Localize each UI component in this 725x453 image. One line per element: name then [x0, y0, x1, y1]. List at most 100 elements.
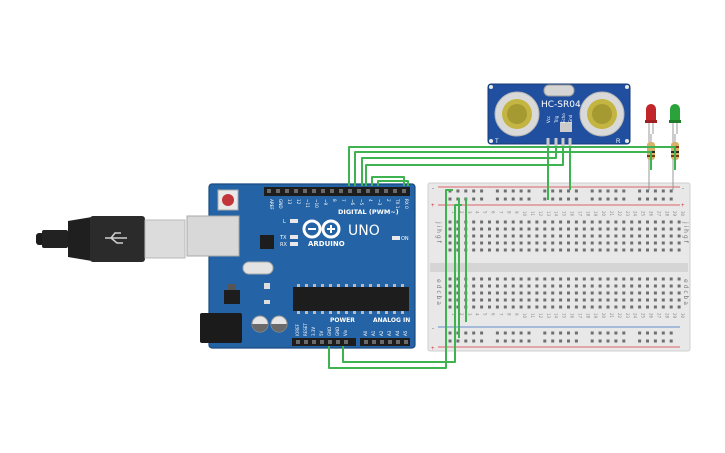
breadboard-hole [503, 248, 507, 252]
breadboard-hole [535, 305, 539, 309]
rail-hole [464, 339, 468, 343]
rail-hole [590, 189, 594, 193]
breadboard-hole [582, 298, 586, 302]
breadboard-hole [559, 248, 563, 252]
breadboard-hole [519, 284, 523, 288]
rail-hole [480, 339, 484, 343]
chip-pin [345, 311, 348, 314]
breadboard-hole [582, 234, 586, 238]
breadboard-hole [488, 220, 491, 224]
breadboard-hole [535, 291, 539, 295]
sensor-pins [546, 138, 572, 147]
column-number-top: 17 [577, 211, 582, 217]
breadboard-hole [677, 220, 681, 224]
digital-pin-socket [375, 189, 379, 193]
breadboard-hole [567, 248, 570, 252]
breadboard-hole [614, 277, 618, 281]
column-number-top: 1 [451, 211, 456, 214]
breadboard-hole [661, 234, 665, 238]
rail-hole [472, 189, 476, 193]
wire-red-led[interactable] [354, 151, 652, 186]
analog-pin-label: A2 [379, 330, 384, 336]
breadboard-hole [669, 227, 673, 231]
breadboard-hole [448, 241, 452, 245]
led-on [392, 236, 400, 240]
rail-hole [472, 339, 476, 343]
chip-pin [361, 284, 364, 287]
breadboard-hole [543, 241, 547, 245]
wire-5v[interactable] [328, 189, 453, 369]
breadboard-hole [472, 277, 476, 281]
chip-pin [393, 284, 396, 287]
digital-pin-socket [267, 189, 271, 193]
breadboard-hole [574, 241, 578, 245]
rail-hole [456, 339, 460, 343]
wire-d-pin-b[interactable] [377, 180, 409, 186]
breadboard-hole [448, 248, 452, 252]
breadboard-hole [582, 277, 586, 281]
breadboard-hole [574, 248, 578, 252]
column-number-bottom: 12 [538, 313, 543, 319]
column-number-top: 23 [625, 211, 630, 217]
breadboard-hole [535, 227, 539, 231]
analog-pin-label: A0 [363, 330, 368, 336]
transmitter-icon [494, 91, 540, 137]
breadboard-hole [598, 305, 602, 309]
breadboard-hole [638, 305, 642, 309]
chip-pin [305, 284, 308, 287]
breadboard-hole [590, 241, 594, 245]
breadboard-hole [535, 298, 539, 302]
rail-hole [669, 331, 673, 335]
wire-echo[interactable] [365, 146, 564, 186]
breadboard-hole [480, 291, 484, 295]
column-number-top: 24 [633, 211, 638, 217]
breadboard-hole [630, 277, 634, 281]
digital-pin-label: ~9 [323, 199, 328, 206]
breadboard-hole [480, 248, 484, 252]
rail-hole [646, 339, 649, 343]
chip-pin [345, 284, 348, 287]
breadboard-hole [488, 284, 491, 288]
rail-hole [495, 197, 499, 201]
rail-hole [567, 339, 570, 343]
digital-pin-label: ~3 [377, 199, 382, 206]
breadboard-holes [448, 189, 681, 343]
usb-cable [36, 216, 186, 262]
breadboard-hole [495, 234, 499, 238]
breadboard-hole [456, 305, 460, 309]
breadboard-hole [614, 298, 618, 302]
breadboard-hole [472, 291, 476, 295]
rail-hole [527, 331, 531, 335]
breadboard-hole [574, 284, 578, 288]
rail-hole [661, 339, 665, 343]
rail-hole [614, 339, 618, 343]
breadboard-hole [511, 234, 515, 238]
digital-pin-socket [402, 189, 406, 193]
breadboard[interactable]: - + - + - + 1122334455667788991010111112… [427, 182, 691, 352]
rail-hole [480, 331, 484, 335]
breadboard-hole [646, 277, 649, 281]
rail-hole [598, 339, 602, 343]
breadboard-hole [582, 284, 586, 288]
wire-gnd[interactable] [342, 204, 462, 363]
breadboard-hole [456, 220, 460, 224]
breadboard-hole [488, 227, 491, 231]
breadboard-hole [535, 220, 539, 224]
column-number-bottom: 11 [530, 313, 535, 319]
analog-pin-socket [380, 340, 384, 344]
analog-pin-socket [396, 340, 400, 344]
rail-hole [661, 331, 665, 335]
wire-green-led[interactable] [348, 146, 676, 186]
breadboard-hole [519, 305, 523, 309]
voltage-regulator [224, 290, 240, 304]
rail-hole [653, 197, 657, 201]
rail-hole [598, 197, 602, 201]
breadboard-hole [448, 220, 452, 224]
breadboard-hole [495, 284, 499, 288]
rail-hole [606, 339, 610, 343]
chip-pin [337, 284, 340, 287]
